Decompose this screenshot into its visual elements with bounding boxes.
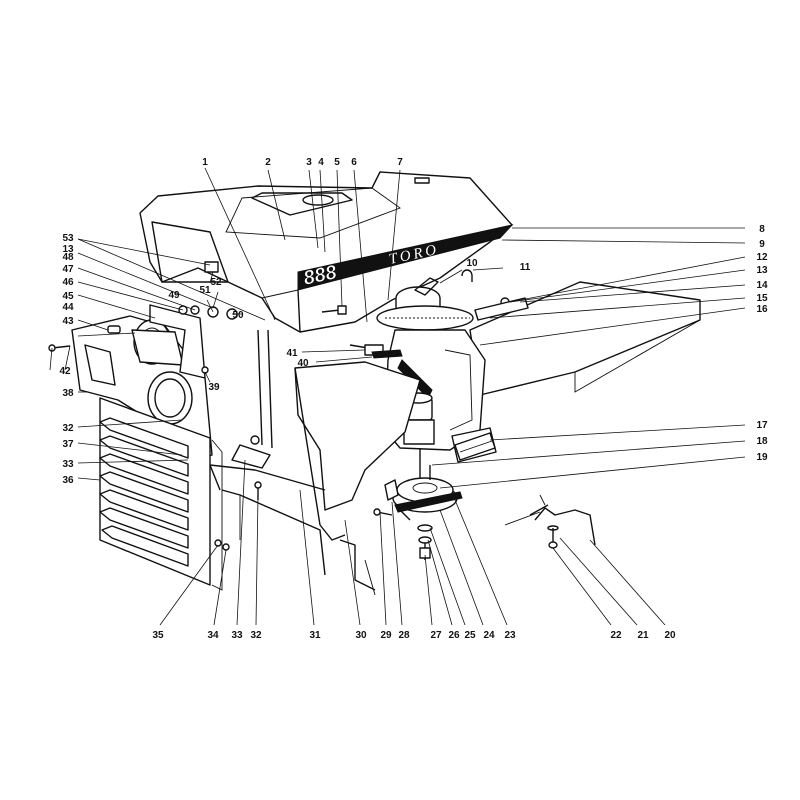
callout-48: 48 [62,252,74,263]
grille [99,397,223,591]
callout-47: 47 [62,264,74,275]
callout-24: 24 [483,630,495,641]
callout-41: 41 [286,348,298,359]
callout-35: 35 [152,630,164,641]
callout-4: 4 [318,157,324,168]
callout-42: 42 [59,366,71,377]
hardware [178,261,529,551]
callout-26: 26 [448,630,460,641]
callout-25: 25 [464,630,476,641]
support-frame [199,329,376,596]
callout-28: 28 [398,630,410,641]
callout-18: 18 [756,436,768,447]
callout-33-bottom: 33 [231,630,243,641]
callout-3: 3 [306,157,312,168]
callout-43: 43 [62,316,74,327]
callout-11: 11 [520,262,531,273]
engine [376,286,497,478]
callout-45: 45 [62,291,74,302]
callout-23: 23 [504,630,516,641]
callout-30: 30 [355,630,367,641]
callout-13-left: 13 [62,244,74,255]
callout-19: 19 [756,452,768,463]
callout-2: 2 [265,157,271,168]
callout-5: 5 [334,157,340,168]
callout-27: 27 [430,630,442,641]
callout-22: 22 [610,630,622,641]
callout-12: 12 [756,252,768,263]
callout-49: 49 [168,290,180,301]
callout-44: 44 [62,302,74,313]
linkage-rod [504,494,596,549]
callout-9: 9 [759,239,765,250]
callout-39: 39 [208,382,220,393]
callout-17: 17 [756,420,768,431]
callout-labels: 1 2 3 4 5 6 7 8 9 10 11 12 13 14 15 16 1… [59,157,768,641]
callout-50: 50 [232,310,244,321]
dash-panel [294,361,421,541]
callout-1: 1 [202,157,208,168]
callout-32-left: 32 [62,423,74,434]
callout-31: 31 [309,630,321,641]
callout-36: 36 [62,475,74,486]
callout-14: 14 [756,280,768,291]
leader-lines [49,167,746,626]
callout-51: 51 [199,285,211,296]
callout-32-bottom: 32 [250,630,262,641]
callout-37: 37 [62,439,74,450]
callout-13-right: 13 [756,265,768,276]
callout-29: 29 [380,630,392,641]
callout-33-left: 33 [62,459,74,470]
callout-40: 40 [297,358,309,369]
grille-slats [99,417,189,567]
callout-46: 46 [62,277,74,288]
callout-6: 6 [351,157,357,168]
pulley-assembly [373,477,463,560]
callout-53: 53 [62,233,74,244]
callout-8: 8 [759,224,765,235]
callout-34: 34 [207,630,219,641]
callout-15: 15 [756,293,768,304]
callout-52: 52 [210,277,222,288]
callout-10: 10 [466,258,478,269]
hood [139,171,514,333]
callout-38: 38 [62,388,74,399]
callout-7: 7 [397,157,403,168]
callout-16: 16 [756,304,768,315]
callout-20: 20 [664,630,676,641]
callout-21: 21 [637,630,649,641]
